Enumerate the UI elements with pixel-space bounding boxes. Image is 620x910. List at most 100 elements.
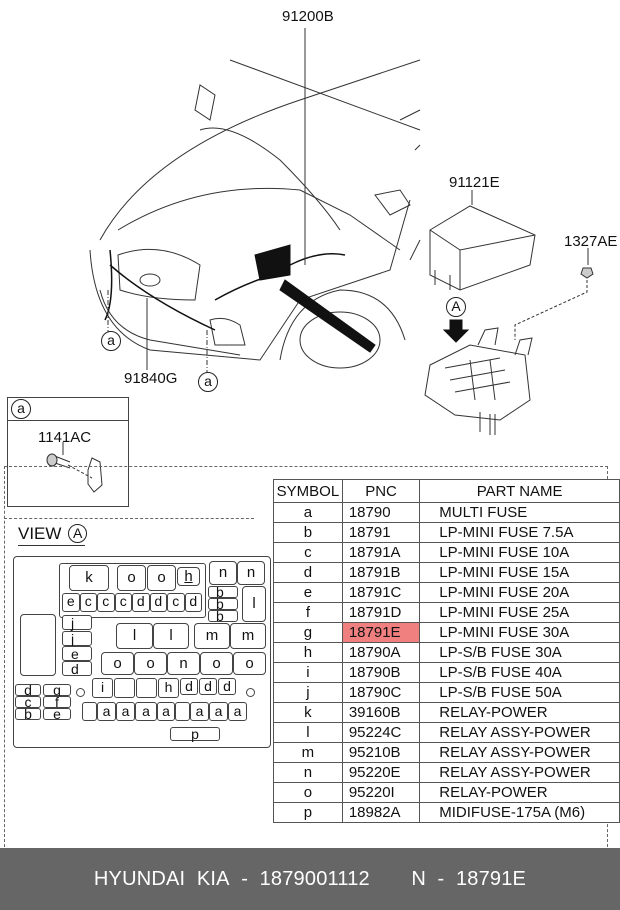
cell-symbol: a	[273, 502, 343, 523]
slot-l-2[interactable]: l	[153, 623, 189, 649]
slot-d[interactable]: d	[199, 678, 217, 695]
footer-pnc-prefix: N	[411, 868, 427, 890]
slot-k[interactable]: k	[69, 565, 109, 591]
slot-d[interactable]: d	[218, 678, 236, 695]
slot-d[interactable]: d	[180, 678, 198, 695]
slot-e-left[interactable]: e	[62, 646, 92, 661]
slot-a[interactable]: a	[157, 702, 175, 721]
slot-h-top[interactable]: h	[177, 567, 200, 586]
slot-p[interactable]: p	[170, 727, 220, 741]
slot-empty[interactable]	[82, 702, 97, 721]
car-line-drawing	[46, 28, 594, 493]
slot-n[interactable]: n	[167, 652, 200, 675]
footer-brand: HYUNDAI KIA	[93, 868, 230, 890]
slot-a[interactable]: a	[228, 702, 247, 721]
slot-b-pair[interactable]: b	[15, 707, 41, 721]
callout-main-harness: 91200B	[282, 8, 334, 25]
slot-o[interactable]: o	[134, 652, 167, 675]
slot-l-right[interactable]: l	[242, 586, 266, 622]
slot-e[interactable]: e	[62, 593, 80, 612]
cell-symbol: b	[273, 522, 343, 543]
slot-c[interactable]: c	[167, 593, 185, 612]
slot-m-1[interactable]: m	[194, 623, 230, 649]
callout-front-harness: 91840G	[124, 370, 178, 387]
cell-part-name: LP-S/B FUSE 40A	[419, 662, 620, 683]
slot-empty[interactable]	[175, 702, 190, 721]
slot-j-2[interactable]: j	[62, 631, 92, 646]
view-a-title: VIEW A	[18, 524, 88, 546]
slot-i[interactable]: i	[92, 678, 113, 698]
cell-pnc: 18791A	[341, 542, 421, 563]
slot-a[interactable]: a	[116, 702, 135, 721]
detail-box-header: a	[8, 398, 128, 421]
fuse-box-outline	[13, 556, 271, 748]
footer-part-number: 1879001112	[259, 868, 370, 890]
slot-a[interactable]: a	[190, 702, 209, 721]
detail-marker-a-bottom: a	[198, 372, 218, 392]
cell-symbol: f	[273, 602, 343, 623]
cell-symbol: j	[273, 682, 343, 703]
cell-symbol: i	[273, 662, 343, 683]
footer-pnc: 18791E	[455, 868, 527, 890]
cell-pnc-highlighted: 18791E	[341, 622, 421, 643]
slot-d[interactable]: d	[132, 593, 150, 612]
header-pnc: PNC	[341, 479, 421, 503]
callout-nut: 1327AE	[564, 233, 618, 250]
slot-o[interactable]: o	[200, 652, 233, 675]
slot-g-pair[interactable]: g	[43, 683, 71, 697]
slot-d[interactable]: d	[184, 593, 202, 612]
slot-f-pair[interactable]: f	[43, 695, 71, 709]
view-a-marker: A	[68, 524, 88, 543]
detail-box-part: 1141AC	[38, 429, 92, 446]
slot-h[interactable]: h	[158, 678, 179, 698]
slot-empty[interactable]	[136, 678, 157, 698]
slot-o-2[interactable]: o	[147, 565, 176, 591]
mount-hole-left	[76, 688, 85, 697]
cell-part-name: LP-S/B FUSE 50A	[419, 682, 620, 703]
slot-a[interactable]: a	[209, 702, 228, 721]
slot-n-2[interactable]: n	[237, 561, 265, 585]
slot-o[interactable]: o	[233, 652, 266, 675]
slot-l-1[interactable]: l	[116, 623, 153, 649]
cell-pnc: 39160B	[341, 702, 421, 723]
footer-sep-2: -	[431, 868, 451, 890]
slot-m-2[interactable]: m	[230, 623, 266, 649]
cell-symbol: c	[273, 542, 343, 563]
cell-pnc: 18791B	[341, 562, 421, 583]
slot-c[interactable]: c	[97, 593, 115, 612]
detail-box: a 1141AC	[7, 397, 129, 507]
slot-j-1[interactable]: j	[62, 615, 92, 630]
slot-a[interactable]: a	[135, 702, 157, 721]
cell-part-name: LP-MINI FUSE 10A	[419, 542, 620, 563]
slot-d-left[interactable]: d	[62, 661, 92, 676]
slot-empty[interactable]	[114, 678, 135, 698]
slot-c-pair[interactable]: c	[15, 695, 41, 709]
slot-n-1[interactable]: n	[209, 561, 237, 585]
slot-b-1[interactable]: b	[208, 585, 238, 599]
slot-c[interactable]: c	[114, 593, 132, 612]
cell-part-name: MULTI FUSE	[419, 502, 620, 523]
header-symbol: SYMBOL	[273, 479, 343, 503]
cell-pnc: 18982A	[341, 802, 421, 823]
cell-part-name: LP-MINI FUSE 30A	[419, 622, 620, 643]
cell-symbol: m	[273, 742, 343, 763]
slot-b-2[interactable]: b	[208, 597, 238, 611]
slot-a[interactable]: a	[97, 702, 116, 721]
slot-c[interactable]: c	[79, 593, 97, 612]
fuse-row-ihddd: i h d d d	[92, 678, 236, 698]
slot-d-pair[interactable]: d	[15, 683, 41, 697]
cell-symbol: d	[273, 562, 343, 583]
slot-o-1[interactable]: o	[117, 565, 146, 591]
slot-b-3[interactable]: b	[208, 609, 238, 623]
slot-o[interactable]: o	[101, 652, 134, 675]
multi-fuse-row: a a a a a a a	[82, 702, 247, 721]
slot-e-pair[interactable]: e	[43, 707, 71, 721]
slot-d[interactable]: d	[149, 593, 167, 612]
